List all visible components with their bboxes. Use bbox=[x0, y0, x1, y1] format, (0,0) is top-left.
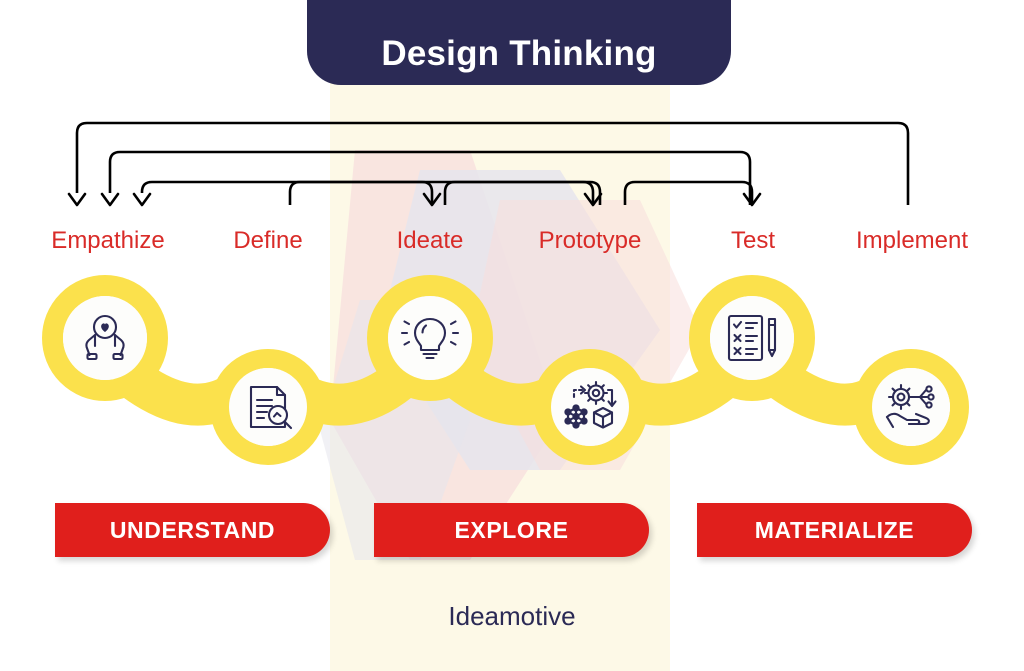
stage-label-ideate: Ideate bbox=[396, 227, 464, 254]
node-ideate[interactable] bbox=[367, 275, 493, 401]
stage-label-prototype: Prototype bbox=[538, 227, 642, 254]
phase-button-materialize[interactable]: MATERIALIZE bbox=[697, 503, 972, 557]
ring-prototype bbox=[532, 349, 648, 465]
node-prototype[interactable] bbox=[532, 349, 648, 465]
phase-button-understand[interactable]: UNDERSTAND bbox=[55, 503, 330, 557]
node-define[interactable] bbox=[210, 349, 326, 465]
ring-empathize bbox=[42, 275, 168, 401]
page-title: Design Thinking bbox=[381, 34, 657, 73]
brand-name: Ideamotive bbox=[448, 601, 576, 631]
document-search-icon bbox=[249, 385, 293, 430]
stage-label-implement: Implement bbox=[855, 227, 969, 254]
hands-heart-icon bbox=[85, 314, 125, 361]
ring-define bbox=[210, 349, 326, 465]
phase-button-explore[interactable]: EXPLORE bbox=[374, 503, 649, 557]
checklist-pencil-icon bbox=[727, 314, 777, 362]
lightbulb-icon bbox=[400, 317, 460, 360]
stage-label-empathize: Empathize bbox=[51, 227, 165, 254]
title-bar: Design Thinking bbox=[307, 0, 731, 85]
stage-label-test: Test bbox=[730, 227, 776, 254]
hand-gear-icon bbox=[885, 383, 935, 429]
node-test[interactable] bbox=[689, 275, 815, 401]
ring-ideate bbox=[367, 275, 493, 401]
node-empathize[interactable] bbox=[42, 275, 168, 401]
stage-label-define: Define bbox=[233, 227, 303, 254]
ring-implement bbox=[853, 349, 969, 465]
node-implement[interactable] bbox=[853, 349, 969, 465]
gear-network-cube-icon bbox=[564, 380, 617, 429]
ring-test bbox=[689, 275, 815, 401]
